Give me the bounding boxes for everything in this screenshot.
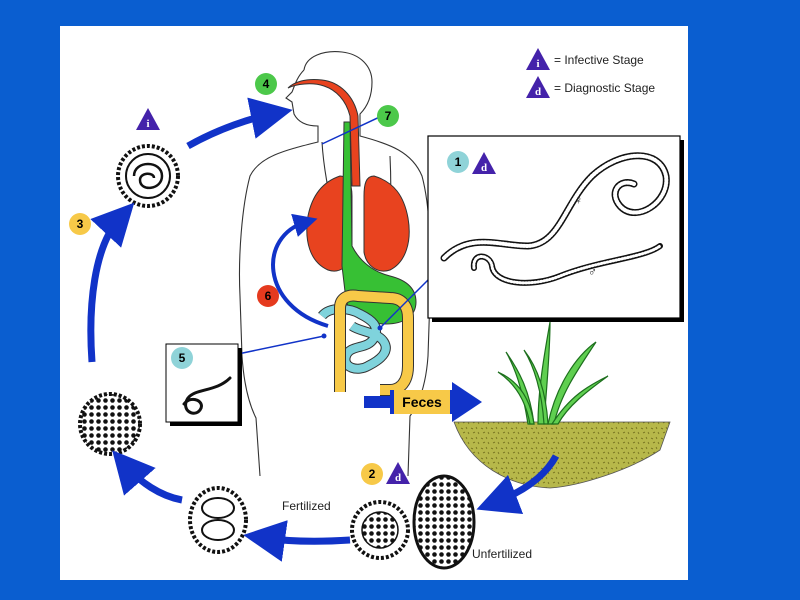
legend-diagnostic-label: = Diagnostic Stage	[554, 81, 655, 95]
svg-text:6: 6	[265, 289, 272, 303]
diagnostic-stage-marker-2: d	[386, 462, 410, 484]
fertilized-egg-dividing	[188, 486, 248, 554]
female-symbol: ♀	[574, 193, 583, 207]
step-badge-7: 7	[377, 105, 399, 127]
unfertilized-label: Unfertilized	[472, 547, 532, 561]
embryonating-egg	[78, 392, 142, 456]
svg-text:d: d	[481, 162, 487, 174]
unfertilized-egg	[412, 474, 476, 570]
svg-text:7: 7	[385, 109, 392, 123]
step-badge-1: 1 d	[447, 151, 496, 174]
arrow-egg-to-mouth	[186, 97, 293, 150]
male-symbol: ♂	[588, 265, 597, 279]
svg-text:4: 4	[263, 77, 270, 91]
step-badge-5: 5	[171, 347, 193, 369]
svg-text:3: 3	[77, 217, 84, 231]
step-badge-4: 4	[255, 73, 277, 95]
arrow-soil-to-eggs	[476, 454, 560, 515]
svg-text:i: i	[536, 58, 539, 70]
grass	[497, 321, 609, 425]
diagnostic-stage-icon: d	[526, 76, 550, 98]
infective-stage-marker: i	[136, 108, 160, 130]
step-badge-3: 3	[69, 213, 91, 235]
soil	[453, 421, 671, 489]
life-cycle-panel: i = Infective Stage d = Diagnostic Stage	[60, 26, 688, 580]
legend: i = Infective Stage d = Diagnostic Stage	[526, 48, 655, 98]
arrow-embryonating-to-infective	[87, 202, 135, 363]
step-badge-2: 2 d	[361, 462, 410, 485]
svg-text:d: d	[395, 472, 401, 484]
cycle-arrows	[87, 97, 560, 562]
feces-arrow: Feces	[364, 382, 482, 422]
svg-text:1: 1	[455, 155, 462, 169]
arrow-dividing-to-embryonating	[112, 450, 183, 504]
diagnostic-stage-marker-1: d	[472, 152, 496, 174]
trachea	[287, 79, 361, 187]
migration-arrow	[271, 213, 329, 328]
embryonated-egg-infective: i	[116, 108, 180, 208]
svg-text:i: i	[146, 118, 149, 130]
svg-text:2: 2	[369, 467, 376, 481]
larva	[182, 376, 232, 415]
legend-infective-label: = Infective Stage	[554, 53, 644, 67]
arrow-fertilized-to-dividing	[243, 520, 351, 562]
feces-label: Feces	[402, 394, 442, 410]
step-badge-6: 6	[257, 285, 279, 307]
infective-stage-icon: i	[526, 48, 550, 70]
svg-text:5: 5	[179, 351, 186, 365]
fertilized-label: Fertilized	[282, 499, 331, 513]
adult-worm-box: ♀ ♂	[427, 135, 684, 322]
life-cycle-diagram: i = Infective Stage d = Diagnostic Stage	[69, 48, 684, 570]
svg-text:d: d	[535, 86, 541, 98]
fertilized-egg	[350, 500, 410, 560]
